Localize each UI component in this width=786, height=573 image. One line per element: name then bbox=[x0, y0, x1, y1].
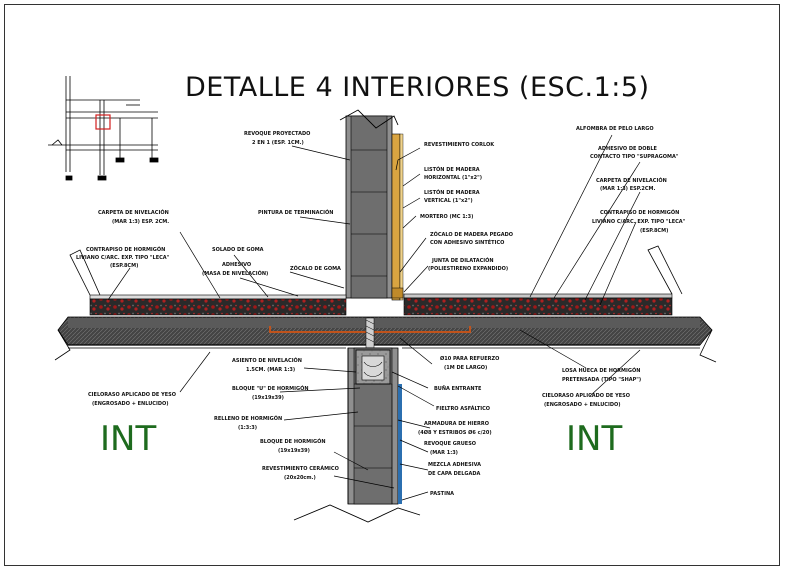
note-losa: LOSA HUECA DE HORMIGÓN bbox=[562, 367, 640, 374]
floor-slab bbox=[54, 316, 717, 363]
note-pastina: PASTINA bbox=[430, 491, 454, 497]
note-contrapiso-left-spec: LIVIANO C/ARC. EXP. TIPO "LECA" bbox=[76, 255, 170, 261]
note-adhesivo-right-spec: CONTACTO TIPO "SUPRAGOMA" bbox=[590, 154, 679, 160]
note-revest-ceramico: REVESTIMIENTO CERÁMICO bbox=[262, 465, 339, 472]
note-armadura-spec: (4Ø8 Y ESTRIBOS Ø6 c/20) bbox=[418, 429, 492, 436]
wood-panel bbox=[391, 133, 404, 301]
note-revoque-grueso: REVOQUE GRUESO bbox=[424, 441, 476, 447]
note-liston-horizontal-spec: HORIZONTAL (1"x2") bbox=[424, 175, 482, 181]
annotations: REVOQUE PROYECTADO 2 EN 1 (ESP. 1CM.) RE… bbox=[76, 126, 686, 497]
note-relleno-spec: (1:3:3) bbox=[238, 425, 257, 431]
note-losa-spec: PRETENSADA (TIPO "SHAP") bbox=[562, 377, 641, 383]
note-zocalo-madera-spec: CON ADHESIVO SINTÉTICO bbox=[430, 238, 504, 246]
note-junta: JUNTA DE DILATACIÓN bbox=[431, 257, 494, 264]
note-junta-spec: (POLIESTIRENO EXPANDIDO) bbox=[428, 266, 508, 272]
note-armadura: ARMADURA DE HIERRO bbox=[424, 421, 489, 427]
note-bloque-hormigon: BLOQUE DE HORMIGÓN bbox=[260, 438, 326, 445]
note-revoque-grueso-spec: (MAR 1:3) bbox=[430, 450, 458, 456]
note-revoque-proyectado: REVOQUE PROYECTADO bbox=[244, 131, 310, 137]
note-cieloraso-right-spec: (ENGROSADO + ENLUCIDO) bbox=[544, 402, 621, 408]
leader-lines bbox=[107, 134, 641, 501]
note-solado: SOLADO DE GOMA bbox=[212, 247, 264, 253]
note-contrapiso-right-spec: LIVIANO C/ARC. EXP. TIPO "LECA" bbox=[592, 219, 686, 225]
note-pintura: PINTURA DE TERMINACIÓN bbox=[258, 209, 333, 216]
note-liston-horizontal: LISTÓN DE MADERA bbox=[424, 166, 480, 173]
note-mortero: MORTERO (MC 1:3) bbox=[420, 214, 473, 220]
note-revoque-proyectado-spec: 2 EN 1 (ESP. 1CM.) bbox=[252, 140, 304, 146]
note-buna: BUÑA ENTRANTE bbox=[434, 385, 482, 392]
note-relleno: RELLENO DE HORMIGÓN bbox=[214, 415, 282, 422]
key-plan bbox=[48, 76, 159, 181]
note-contrapiso-right-esp: (ESP.8CM) bbox=[640, 228, 668, 234]
note-bloque-u: BLOQUE "U" DE HORMIGÓN bbox=[232, 385, 309, 392]
note-alfombra: ALFOMBRA DE PELO LARGO bbox=[576, 126, 654, 132]
note-mezcla-spec: DE CAPA DELGADA bbox=[428, 471, 481, 477]
note-cieloraso-left: CIELORASO APLICADO DE YESO bbox=[88, 392, 176, 398]
note-contrapiso-left-esp: (ESP.8CM) bbox=[110, 263, 138, 269]
upper-wall bbox=[339, 109, 399, 299]
note-fieltro: FIELTRO ASFÁLTICO bbox=[436, 405, 490, 412]
note-adhesivo-left: ADHESIVO bbox=[222, 262, 251, 268]
note-cieloraso-left-spec: (ENGROSADO + ENLUCIDO) bbox=[92, 401, 169, 407]
note-carpeta-left-spec: (MAR 1:3) ESP. 2CM. bbox=[112, 219, 169, 225]
note-phi10: Ø10 PARA REFUERZO bbox=[440, 355, 499, 362]
note-liston-vertical-spec: VERTICAL (1"x2") bbox=[424, 198, 473, 204]
detail-marker bbox=[95, 114, 111, 130]
note-zocalo-goma: ZÓCALO DE GOMA bbox=[290, 265, 341, 272]
note-zocalo-madera: ZÓCALO DE MADERA PEGADO bbox=[430, 231, 513, 238]
note-carpeta-right-spec: (MAR 1:3) ESP.2CM. bbox=[600, 186, 655, 192]
note-bloque-hormigon-spec: (19x19x39) bbox=[278, 448, 310, 454]
floor-finishes bbox=[69, 245, 683, 316]
note-cieloraso-right: CIELORASO APLICADO DE YESO bbox=[542, 393, 630, 399]
note-asiento-spec: 1.5CM. (MAR 1:3) bbox=[246, 367, 295, 373]
note-adhesivo-left-spec: (MASA DE NIVELACIÓN) bbox=[202, 270, 268, 277]
note-contrapiso-right: CONTRAPISO DE HORMIGÓN bbox=[600, 209, 679, 216]
note-carpeta-right: CARPETA DE NIVELACIÓN bbox=[596, 177, 667, 184]
note-carpeta-left: CARPETA DE NIVELACIÓN bbox=[98, 209, 169, 216]
zone-label-right: INT bbox=[566, 419, 622, 459]
drawing-title: DETALLE 4 INTERIORES (ESC.1:5) bbox=[185, 72, 650, 103]
note-revestimiento-corlok: REVESTIMIENTO CORLOK bbox=[424, 142, 495, 148]
zone-label-left: INT bbox=[100, 419, 156, 459]
note-contrapiso-left: CONTRAPISO DE HORMIGÓN bbox=[86, 246, 165, 253]
note-asiento: ASIENTO DE NIVELACIÓN bbox=[232, 357, 302, 364]
drawing-frame bbox=[4, 4, 780, 566]
note-adhesivo-right: ADHESIVO DE DOBLE bbox=[598, 146, 658, 152]
note-revest-ceramico-spec: (20x20cm.) bbox=[284, 475, 316, 481]
note-liston-vertical: LISTÓN DE MADERA bbox=[424, 189, 480, 196]
note-phi10-spec: (1M DE LARGO) bbox=[444, 365, 487, 371]
note-bloque-u-spec: (19x19x39) bbox=[252, 395, 284, 401]
lower-wall bbox=[293, 347, 421, 523]
note-mezcla: MEZCLA ADHESIVA bbox=[428, 462, 481, 468]
